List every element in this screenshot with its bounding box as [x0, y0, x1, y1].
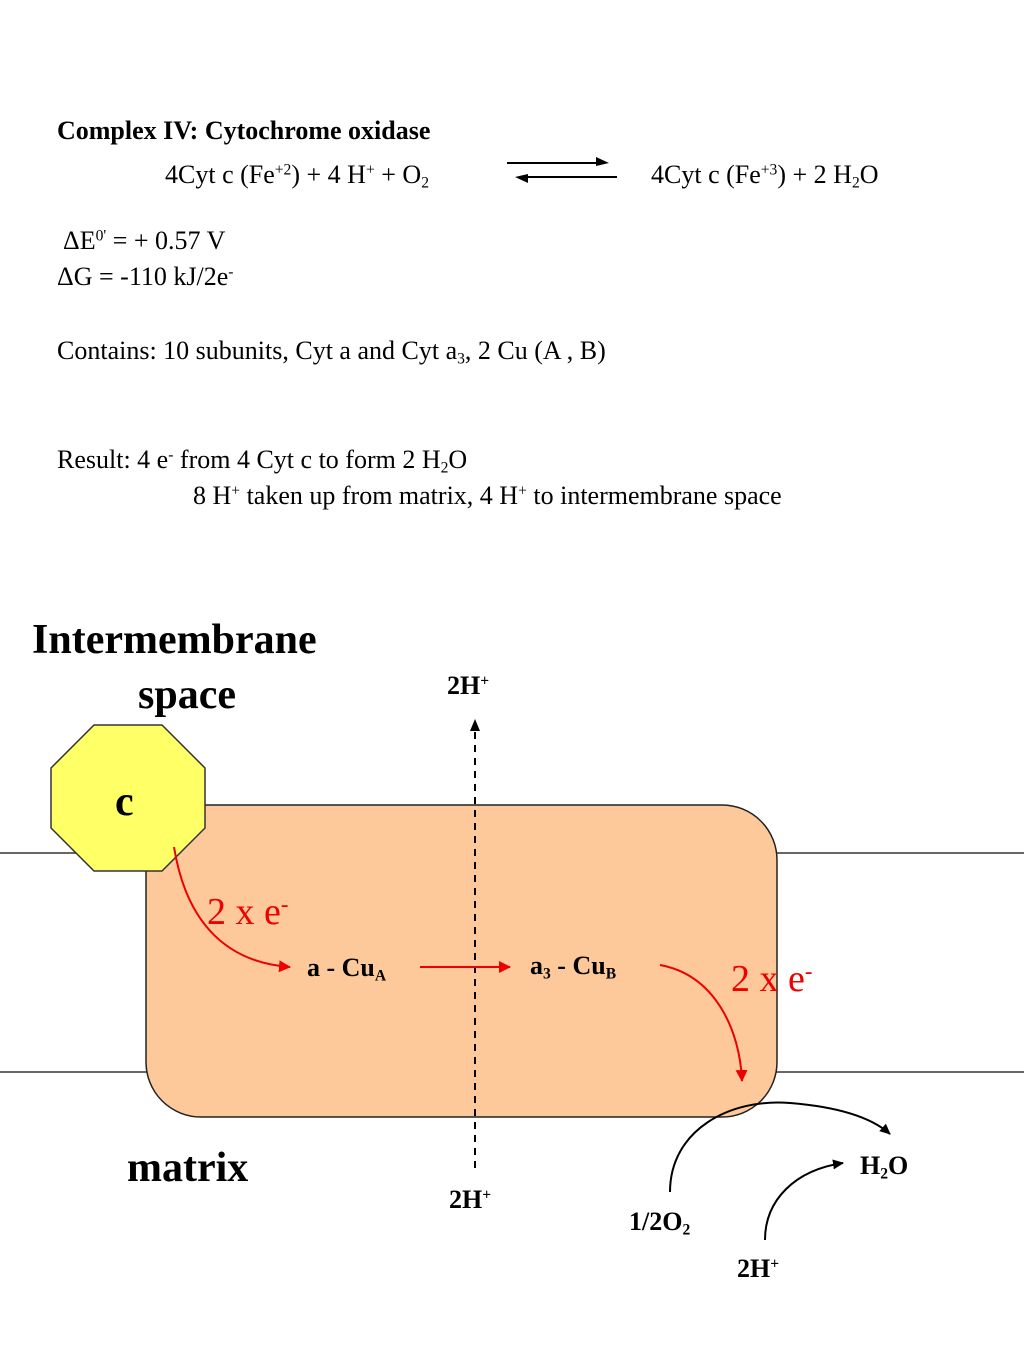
equation-left: 4Cyt c (Fe+2) + 4 H+ + O2: [165, 160, 430, 192]
electron-arrow-c-to-a: [173, 846, 291, 973]
slide-title: Complex IV: Cytochrome oxidase: [57, 116, 431, 145]
electron-arrow-a3-to-o2: [659, 964, 748, 1082]
complex-iv-body: [145, 804, 778, 1118]
cytochrome-c-octagon: [50, 724, 206, 872]
equation-right: 4Cyt c (Fe+3) + 2 H2O: [651, 160, 879, 192]
delta-e0-line: ΔE0' = + 0.57 V: [63, 226, 226, 255]
proton-channel-arrowhead: [470, 719, 480, 731]
a-cua-label: a - CuA: [307, 953, 387, 985]
delta-g-line: ΔG = -110 kJ/2e-: [57, 262, 234, 291]
proton-to-water-arrow: [764, 1159, 844, 1241]
oxygen-label: 1/2O2: [629, 1207, 691, 1239]
proton-water-label: 2H+: [737, 1254, 780, 1283]
matrix-label: matrix: [127, 1145, 249, 1191]
intermembrane-space-label: space: [138, 672, 236, 718]
result-line-2: 8 H+ taken up from matrix, 4 H+ to inter…: [193, 481, 782, 510]
result-line-1: Result: 4 e- from 4 Cyt c to form 2 H2O: [57, 445, 468, 477]
oxygen-to-water-arrow: [669, 1101, 891, 1193]
equilibrium-arrows: [507, 157, 617, 183]
electrons-right-label: 2 x e-: [731, 958, 813, 1000]
a3-cub-label: a3 - CuB: [530, 951, 617, 983]
contains-line: Contains: 10 subunits, Cyt a and Cyt a3,…: [57, 336, 606, 368]
proton-bottom-label: 2H+: [449, 1185, 492, 1214]
water-label: H2O: [860, 1151, 909, 1183]
cytochrome-c-label: c: [115, 779, 134, 825]
intermembrane-label: Intermembrane: [32, 617, 317, 663]
proton-top-label: 2H+: [447, 671, 490, 700]
electrons-left-label: 2 x e-: [207, 891, 289, 933]
